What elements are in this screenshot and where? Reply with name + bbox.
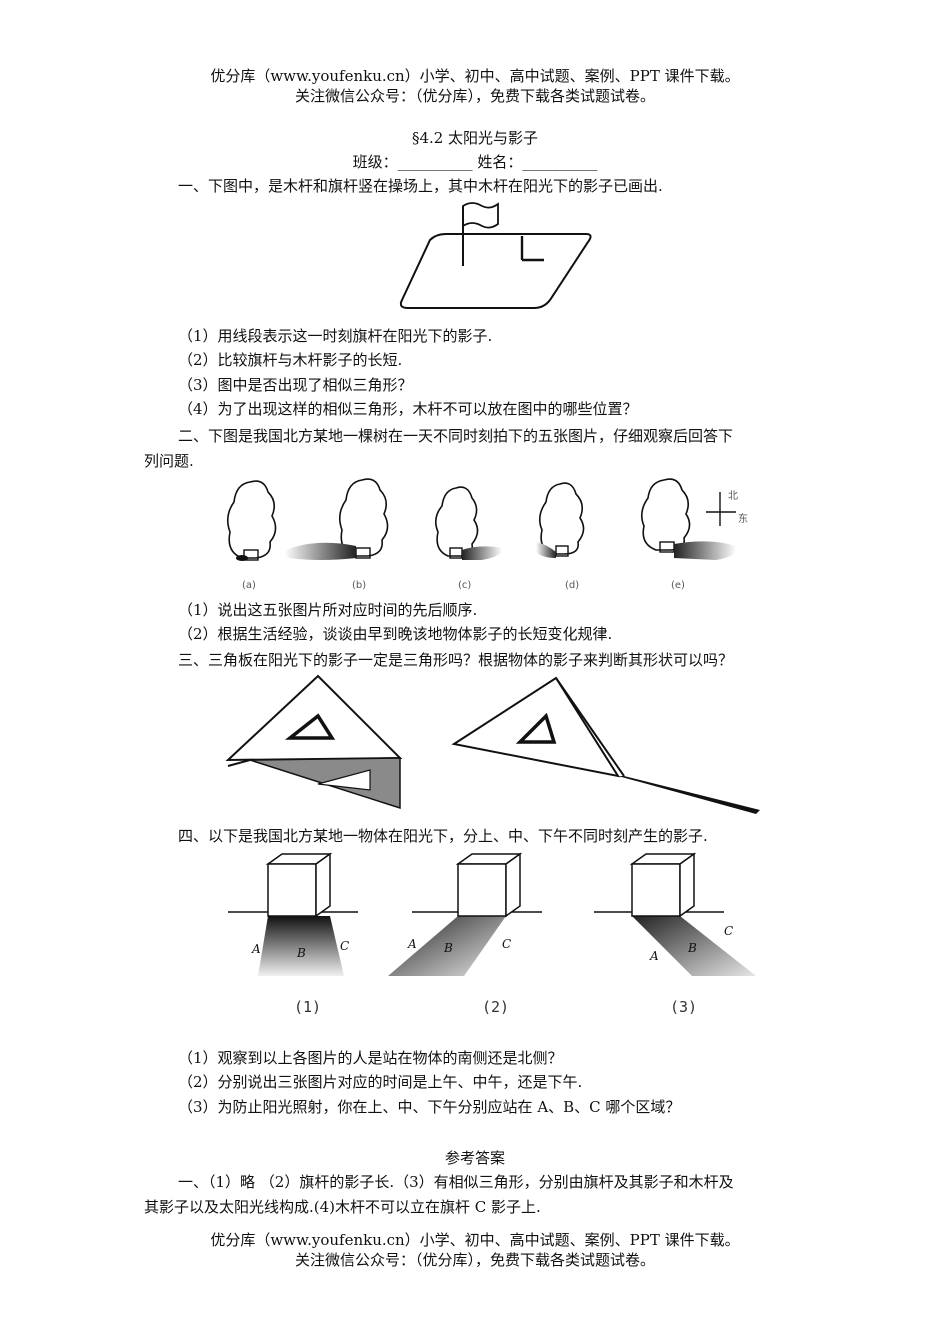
footer-line-2: 关注微信公众号：（优分库），免费下载各类试题试卷。 (294, 1251, 655, 1269)
question-2-item-2: （2）根据生活经验，谈谈由早到晚该地物体影子的长短变化规律. (178, 625, 613, 643)
tree-a (226, 480, 277, 561)
caption-d: (d) (565, 580, 580, 591)
compass-icon (706, 492, 736, 526)
triangle-ruler-figure (225, 674, 760, 814)
question-1-item-2: （2）比较旗杆与木杆影子的长短. (178, 351, 403, 369)
question-4-item-2: （2）分别说出三张图片对应的时间是上午、中午，还是下午. (178, 1073, 583, 1091)
tree-d (536, 482, 585, 558)
label-b-fig1: B (297, 946, 306, 960)
answers-line-1: 一、（1）略 （2）旗杆的影子长.（3）有相似三角形，分别由旗杆及其影子和木杆及 (178, 1173, 734, 1191)
cube-3 (594, 852, 756, 976)
playground-figure (399, 202, 592, 309)
caption-a: (a) (242, 580, 256, 591)
caption-e: (e) (671, 580, 685, 591)
tree-c (434, 486, 503, 560)
footer-line-1: 优分库（www.youfenku.cn）小学、初中、高中试题、案例、PPT 课件… (210, 1231, 740, 1249)
label-b-fig3: B (688, 941, 697, 955)
answers-heading: 参考答案 (444, 1149, 505, 1167)
label-a-fig3: A (650, 949, 659, 963)
page-title: §4.2 太阳光与影子 (411, 129, 539, 147)
playground-outline (399, 233, 592, 309)
label-a-fig1: A (252, 942, 261, 956)
caption-b: (b) (352, 580, 367, 591)
label-a-fig2: A (408, 937, 417, 951)
tree-e (640, 478, 737, 560)
label-c-fig3: C (724, 924, 734, 938)
header-line-2: 关注微信公众号：（优分库），免费下载各类试题试卷。 (294, 87, 655, 105)
question-1-item-4: （4）为了出现这样的相似三角形，木杆不可以放在图中的哪些位置？ (178, 400, 638, 418)
right-ruler-shadow (618, 776, 760, 814)
label-c-fig1: C (340, 939, 350, 953)
question-4-item-3: （3）为防止阳光照射，你在上、中、下午分别应站在 A、B、C 哪个区域？ (178, 1098, 681, 1116)
question-1-item-1: （1）用线段表示这一时刻旗杆在阳光下的影子. (178, 327, 493, 345)
question-2-item-1: （1）说出这五张图片所对应时间的先后顺序. (178, 601, 478, 619)
compass-north-label: 北 (728, 491, 738, 502)
question-1-stem: 一、下图中，是木杆和旗杆竖在操场上，其中木杆在阳光下的影子已画出. (178, 177, 663, 195)
cube-2 (388, 852, 542, 976)
question-1-item-3: （3）图中是否出现了相似三角形？ (178, 376, 413, 394)
question-4-stem: 四、以下是我国北方某地一物体在阳光下，分上、中、下午不同时刻产生的影子. (178, 827, 708, 845)
compass-east-label: 东 (738, 514, 748, 525)
label-b-fig2: B (444, 941, 453, 955)
tree-photos-figure (226, 478, 737, 561)
header-line-1: 优分库（www.youfenku.cn）小学、初中、高中试题、案例、PPT 课件… (210, 67, 740, 85)
flag (462, 202, 499, 229)
tree-b (284, 478, 389, 560)
question-2-stem-cont: 列问题. (144, 452, 194, 470)
question-4-item-1: （1）观察到以上各图片的人是站在物体的南侧还是北侧？ (178, 1049, 563, 1067)
answers-line-2: 其影子以及太阳光线构成.(4)木杆不可以立在旗杆 C 影子上. (144, 1198, 541, 1216)
cube-shadow-figure (228, 852, 756, 976)
label-c-fig2: C (502, 937, 512, 951)
cube-1 (228, 852, 358, 976)
fig-number-3: (3) (670, 998, 698, 1016)
caption-c: (c) (458, 580, 472, 591)
question-3-stem: 三、三角板在阳光下的影子一定是三角形吗？根据物体的影子来判断其形状可以吗？ (178, 651, 734, 669)
fig-number-2: (2) (482, 998, 510, 1016)
fig-number-1: (1) (294, 998, 322, 1016)
student-info: 班级：__________ 姓名：__________ (352, 153, 598, 171)
question-2-stem: 二、下图是我国北方某地一棵树在一天不同时刻拍下的五张图片，仔细观察后回答下 (178, 427, 734, 445)
